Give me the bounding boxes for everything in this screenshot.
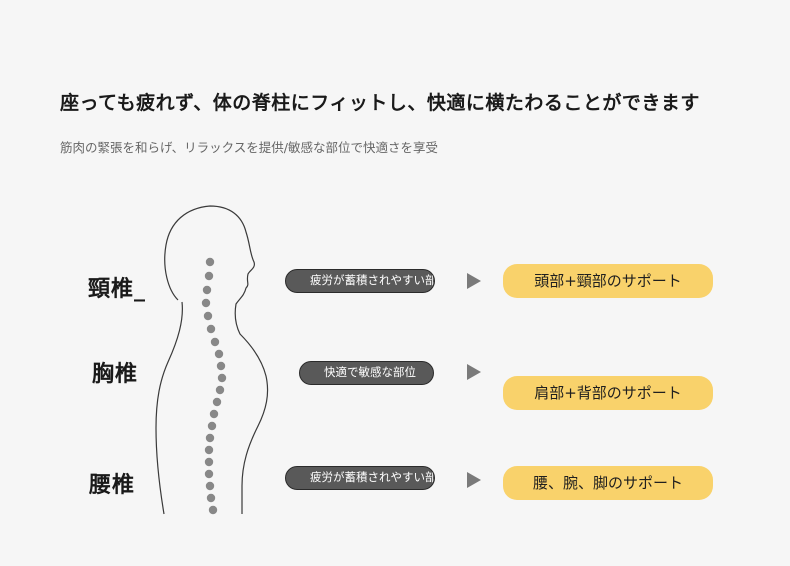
vertebra-dot: [212, 397, 222, 407]
region-label-cervical: 頸椎_: [88, 271, 146, 303]
vertebra-dot: [216, 361, 226, 371]
triangle-right-icon: [467, 472, 481, 488]
vertebra-dot: [215, 385, 225, 395]
vertebra-dot: [205, 433, 215, 443]
vertebra-dot: [203, 311, 213, 321]
vertebra-dot: [201, 298, 211, 308]
support-tag-cervical: 頭部+頸部のサポート: [503, 264, 713, 298]
vertebra-dot: [204, 271, 214, 281]
headline: 座っても疲れず、体の脊柱にフィットし、快適に横たわることができます: [60, 92, 700, 114]
vertebra-dot: [210, 337, 220, 347]
region-label-lumbar: 腰椎: [89, 473, 136, 498]
vertebra-dot: [214, 349, 224, 359]
issue-pill-thoracic: 快適で敏感な部位: [299, 361, 434, 385]
triangle-right-icon: [467, 364, 481, 380]
region-cervical-text: 頸椎: [88, 277, 135, 302]
issue-pill-lumbar: 疲労が蓄積されやすい部位: [285, 466, 435, 490]
region-label-thoracic: 胸椎: [92, 362, 139, 387]
vertebra-dot: [205, 481, 215, 491]
vertebra-dot: [209, 409, 219, 419]
vertebra-dot: [206, 324, 216, 334]
subheadline: 筋肉の緊張を和らげ、リラックスを提供/敏感な部位で快適さを享受: [60, 140, 438, 155]
vertebra-dot: [204, 469, 214, 479]
vertebra-dot: [204, 457, 214, 467]
support-tag-lumbar: 腰、腕、脚のサポート: [503, 466, 713, 500]
back-outline: [155, 301, 183, 515]
vertebra-dot: [204, 445, 214, 455]
spine-dots: [201, 257, 227, 515]
vertebra-dot: [208, 505, 218, 515]
vertebra-dot: [217, 373, 227, 383]
vertebra-dot: [205, 257, 215, 267]
triangle-right-icon: [467, 273, 481, 289]
vertebra-dot: [206, 493, 216, 503]
issue-pill-cervical: 疲労が蓄積されやすい部位: [285, 269, 435, 293]
support-tag-thoracic: 肩部+背部のサポート: [503, 376, 713, 410]
vertebra-dot: [202, 285, 212, 295]
region-cervical-marker: _: [134, 277, 147, 302]
body-outline: [164, 205, 269, 514]
vertebra-dot: [207, 421, 217, 431]
